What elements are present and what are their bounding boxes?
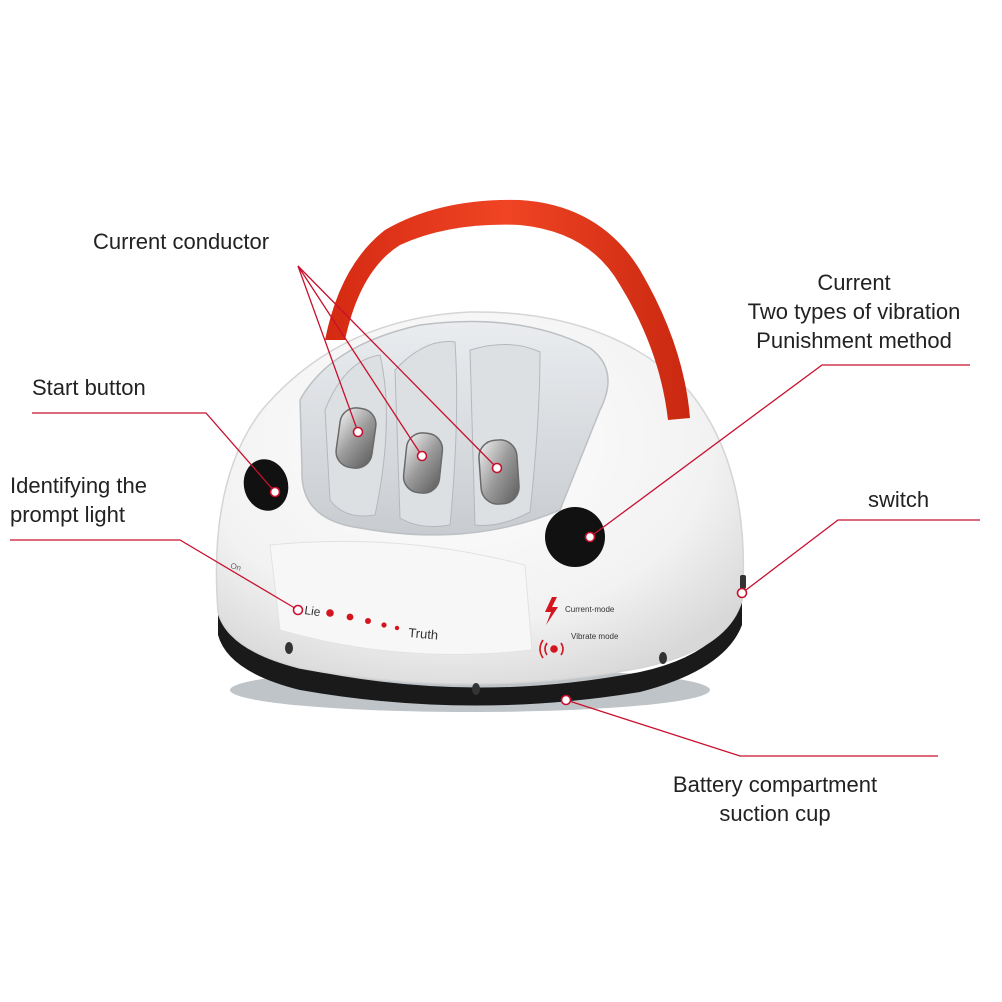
front-panel	[269, 540, 533, 655]
leader-battery	[565, 699, 938, 757]
device-label-lie: Lie	[304, 603, 322, 619]
callout-dots	[269, 426, 748, 706]
leader-switch	[741, 519, 980, 594]
leader-conductor-1	[297, 265, 359, 433]
callout-switch: switch	[868, 485, 929, 514]
leader-conductor-3	[297, 265, 498, 469]
callout-start-button-text: Start button	[32, 375, 146, 400]
led-3	[365, 618, 371, 624]
callout-current-mode: Current Two types of vibration Punishmen…	[720, 268, 988, 355]
device-label-vibrate-mode: Vibrate mode	[571, 632, 619, 641]
base-rivet	[285, 642, 293, 654]
vibrate-icon	[539, 639, 564, 659]
callout-current-line2: Two types of vibration	[747, 299, 961, 324]
dot-current	[584, 531, 596, 543]
callout-current-line1: Current	[817, 270, 891, 295]
callout-identifying-line1: Identifying the	[10, 473, 147, 498]
dot-battery	[560, 694, 572, 706]
dot-conductor-2	[416, 450, 428, 462]
mode-button[interactable]	[545, 507, 605, 567]
callout-battery-line1: Battery compartment	[672, 772, 878, 797]
callout-identifying-light: Identifying the prompt light	[10, 471, 147, 529]
dot-switch	[736, 587, 748, 599]
led-2	[346, 613, 354, 621]
dot-identify	[292, 604, 304, 616]
leader-start	[32, 412, 276, 493]
leader-identify	[10, 539, 299, 611]
dot-conductor-1	[352, 426, 364, 438]
led-1	[326, 609, 334, 617]
led-4	[381, 622, 387, 628]
callout-current-line3: Punishment method	[756, 328, 952, 353]
base-rivet	[472, 683, 480, 695]
leader-lines	[10, 265, 980, 757]
dot-start	[269, 486, 281, 498]
carry-strap	[325, 199, 690, 420]
start-button[interactable]	[238, 454, 294, 516]
device-label-current-mode: Current-mode	[565, 605, 615, 614]
callout-current-conductor-text: Current conductor	[93, 229, 270, 254]
leader-current	[589, 364, 970, 538]
power-switch[interactable]	[740, 575, 746, 589]
base-rivet	[659, 652, 667, 664]
electrode-2	[402, 432, 444, 494]
callout-switch-text: switch	[868, 487, 930, 512]
base-band	[218, 600, 742, 706]
callout-battery-line2: suction cup	[719, 801, 831, 826]
callout-current-conductor: Current conductor	[93, 227, 269, 256]
callout-battery: Battery compartment suction cup	[640, 770, 910, 828]
leader-conductor-2	[297, 265, 423, 457]
device-label-truth: Truth	[408, 625, 439, 643]
callout-identifying-line2: prompt light	[10, 502, 125, 527]
lightning-icon	[545, 597, 558, 625]
led-5	[394, 625, 400, 631]
electrode-1	[335, 407, 377, 469]
device-label-on: On	[229, 561, 242, 572]
dot-conductor-3	[491, 462, 503, 474]
callout-start-button: Start button	[32, 373, 146, 402]
